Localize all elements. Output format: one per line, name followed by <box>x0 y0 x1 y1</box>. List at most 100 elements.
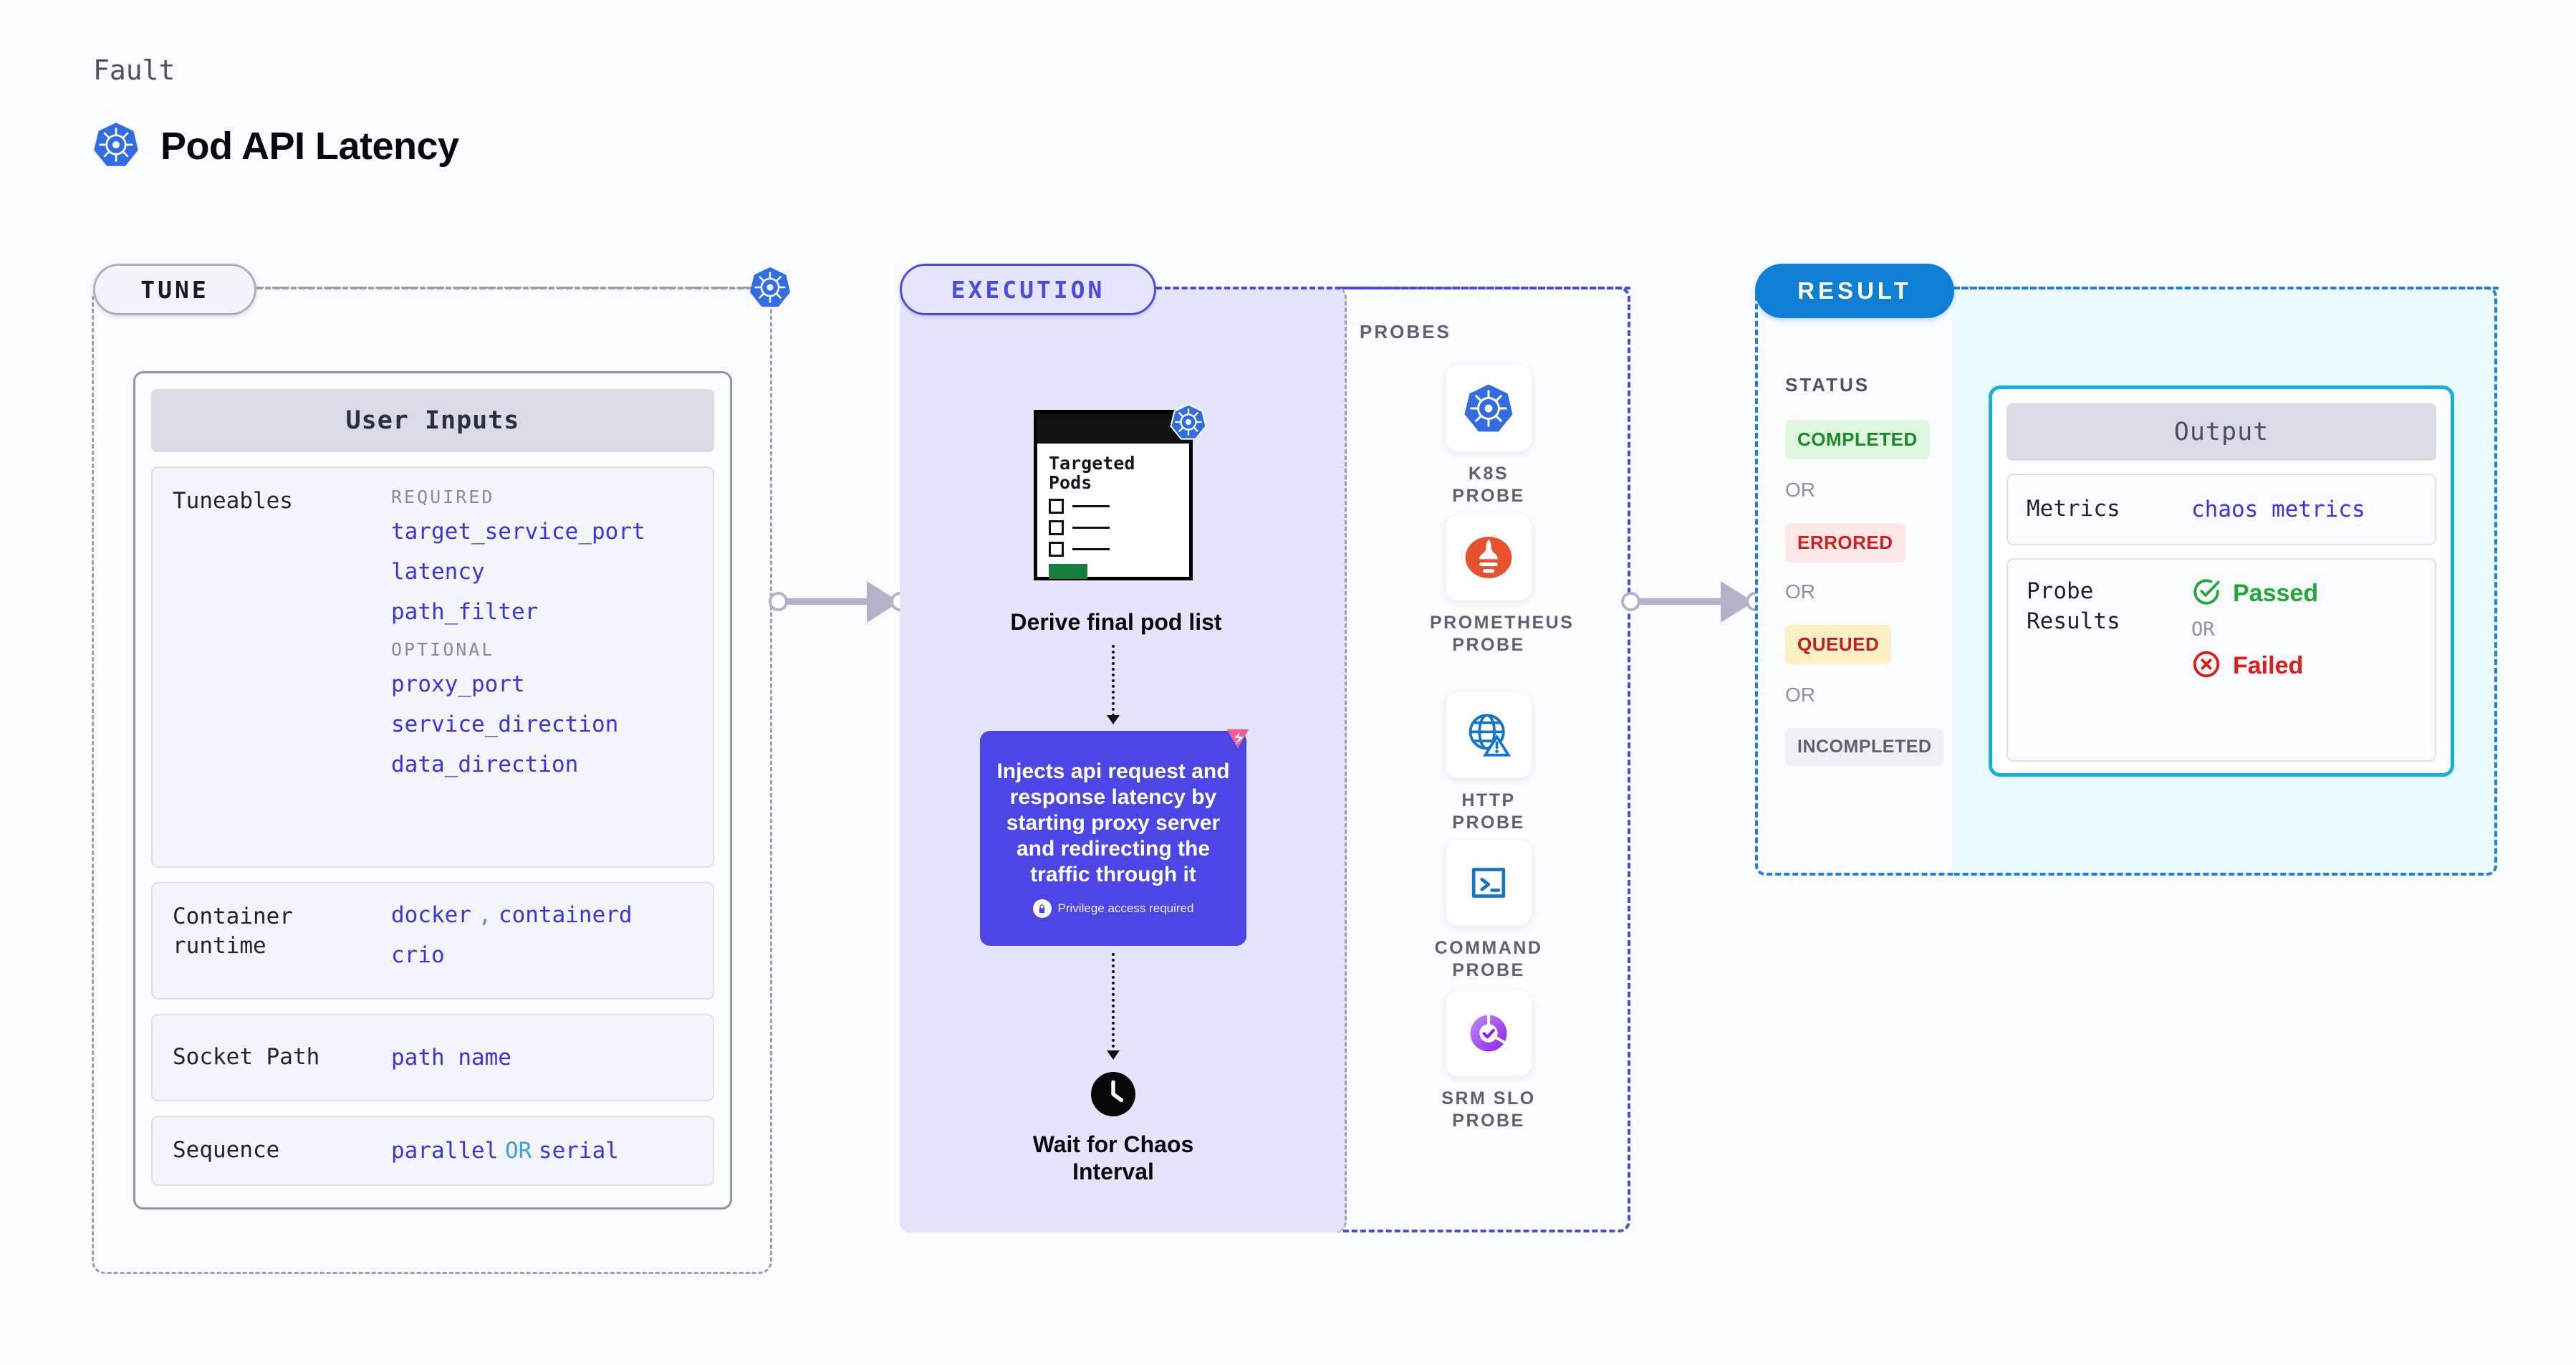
line-placeholder <box>1072 548 1110 550</box>
status-badge-errored: ERRORED <box>1785 523 1905 562</box>
status-badge-queued: QUEUED <box>1785 625 1892 664</box>
tuneable-target-service-port[interactable]: target_service_port <box>391 519 645 545</box>
terminal-icon <box>1446 840 1532 926</box>
probe-result-or: OR <box>2191 618 2215 641</box>
privilege-note: Privilege access required <box>1032 899 1194 918</box>
probe-results-values: Passed OR Failed <box>2191 577 2416 743</box>
kubernetes-icon <box>1169 403 1208 444</box>
metrics-row: Metrics chaos metrics <box>2007 474 2436 545</box>
pod-list-item <box>1049 520 1178 535</box>
user-inputs-card: User Inputs Tuneables REQUIRED target_se… <box>133 371 732 1210</box>
probe-result-passed: Passed <box>2191 577 2416 610</box>
failed-label: Failed <box>2233 651 2304 679</box>
clock-icon <box>1091 1072 1135 1116</box>
tuneable-path-filter[interactable]: path_filter <box>391 599 539 625</box>
sequence-values: parallel OR serial <box>391 1138 693 1164</box>
execution-top-dash <box>1156 287 1630 289</box>
probe-result-failed: Failed <box>2191 649 2416 682</box>
container-runtime-label: Container runtime <box>173 904 293 959</box>
tuneables-label: Tuneables <box>173 488 293 514</box>
runtime-crio[interactable]: crio <box>391 942 445 968</box>
tuneable-latency[interactable]: latency <box>391 559 485 585</box>
runtime-comma: , <box>478 902 492 928</box>
socket-path-value[interactable]: path name <box>391 1045 511 1071</box>
x-circle-icon <box>2191 649 2221 682</box>
line-placeholder <box>1072 527 1110 529</box>
sequence-or: OR <box>504 1138 532 1164</box>
lock-icon <box>1032 899 1052 918</box>
probe-srm-slo[interactable]: SRM SLO PROBE <box>1430 990 1547 1131</box>
output-title: Output <box>2007 403 2436 461</box>
sequence-parallel[interactable]: parallel <box>391 1138 499 1164</box>
pod-list-item <box>1049 542 1178 557</box>
tuneable-service-direction[interactable]: service_direction <box>391 712 619 737</box>
runtime-containerd[interactable]: containerd <box>498 902 633 928</box>
sequence-serial[interactable]: serial <box>538 1138 619 1164</box>
probe-label: K8S PROBE <box>1452 464 1525 506</box>
arrow-down-icon <box>1107 715 1120 724</box>
tuneables-row: Tuneables REQUIRED target_service_port l… <box>151 466 714 868</box>
metrics-label: Metrics <box>2027 496 2120 522</box>
check-circle-icon <box>2191 577 2221 610</box>
pod-card-body: Targeted Pods <box>1037 444 1189 579</box>
page-title-row: Pod API Latency <box>92 120 459 172</box>
probe-label: HTTP PROBE <box>1452 790 1525 833</box>
pod-card-topbar <box>1037 413 1189 444</box>
execution-badge: EXECUTION <box>900 264 1156 315</box>
probe-http[interactable]: HTTP PROBE <box>1430 692 1547 833</box>
page-eyebrow: Fault <box>93 54 176 86</box>
optional-heading: OPTIONAL <box>391 639 495 660</box>
arrow-down-icon <box>1107 1050 1120 1060</box>
probe-k8s[interactable]: K8S PROBE <box>1430 365 1547 507</box>
runtime-docker[interactable]: docker <box>391 902 471 928</box>
inject-description-text: Injects api request and response latency… <box>996 760 1230 886</box>
checkbox-icon <box>1049 499 1064 514</box>
user-inputs-title: User Inputs <box>151 389 714 452</box>
pod-list-item <box>1049 499 1178 514</box>
probe-prometheus[interactable]: PROMETHEUS PROBE <box>1430 514 1575 656</box>
status-title: STATUS <box>1785 374 1870 396</box>
probe-label: SRM SLO PROBE <box>1441 1088 1536 1131</box>
litmuschaos-icon <box>1221 722 1254 758</box>
targeted-pods-card: Targeted Pods <box>1034 410 1193 580</box>
globe-warning-icon <box>1446 692 1532 778</box>
derive-pod-list-label: Derive final pod list <box>1010 609 1222 635</box>
flow-dotted-line <box>1112 953 1115 1053</box>
probes-title: PROBES <box>1360 321 1451 343</box>
probe-command[interactable]: COMMAND PROBE <box>1430 840 1547 981</box>
kubernetes-icon <box>1446 365 1532 451</box>
tuneable-proxy-port[interactable]: proxy_port <box>391 671 525 697</box>
status-or: OR <box>1785 580 1815 603</box>
srm-slo-icon <box>1446 990 1532 1076</box>
flow-dotted-line <box>1112 645 1115 717</box>
checkbox-icon <box>1049 520 1064 535</box>
status-or: OR <box>1785 479 1815 501</box>
passed-label: Passed <box>2233 579 2319 607</box>
wait-for-chaos-interval-label: Wait for Chaos Interval <box>1032 1131 1194 1185</box>
tuneables-values: REQUIRED target_service_port latency pat… <box>391 487 693 848</box>
tune-top-dash <box>256 287 752 289</box>
green-bar <box>1049 564 1087 579</box>
result-top-dash <box>1954 287 2499 289</box>
probe-label: PROMETHEUS PROBE <box>1430 613 1575 655</box>
container-runtime-values: docker , containerd crio <box>391 902 693 980</box>
result-badge: RESULT <box>1755 264 1954 318</box>
status-badge-incompleted: INCOMPLETED <box>1785 728 1944 766</box>
socket-path-values: path name <box>391 1045 693 1071</box>
privilege-note-text: Privilege access required <box>1057 901 1194 915</box>
line-placeholder <box>1072 505 1110 507</box>
socket-path-label: Socket Path <box>173 1044 320 1071</box>
required-heading: REQUIRED <box>391 487 495 507</box>
sequence-label: Sequence <box>173 1137 280 1164</box>
metrics-values: chaos metrics <box>2191 497 2416 522</box>
prometheus-icon <box>1446 514 1532 600</box>
metrics-value[interactable]: chaos metrics <box>2191 497 2365 522</box>
probe-results-row: Probe Results Passed OR <box>2007 558 2436 762</box>
probe-label: COMMAND PROBE <box>1434 938 1543 980</box>
kubernetes-icon <box>92 120 140 172</box>
tuneable-data-direction[interactable]: data_direction <box>391 752 579 777</box>
output-card: Output Metrics chaos metrics Probe Resul… <box>1989 385 2454 777</box>
pod-card-title: Targeted Pods <box>1049 453 1135 493</box>
status-or: OR <box>1785 684 1815 706</box>
